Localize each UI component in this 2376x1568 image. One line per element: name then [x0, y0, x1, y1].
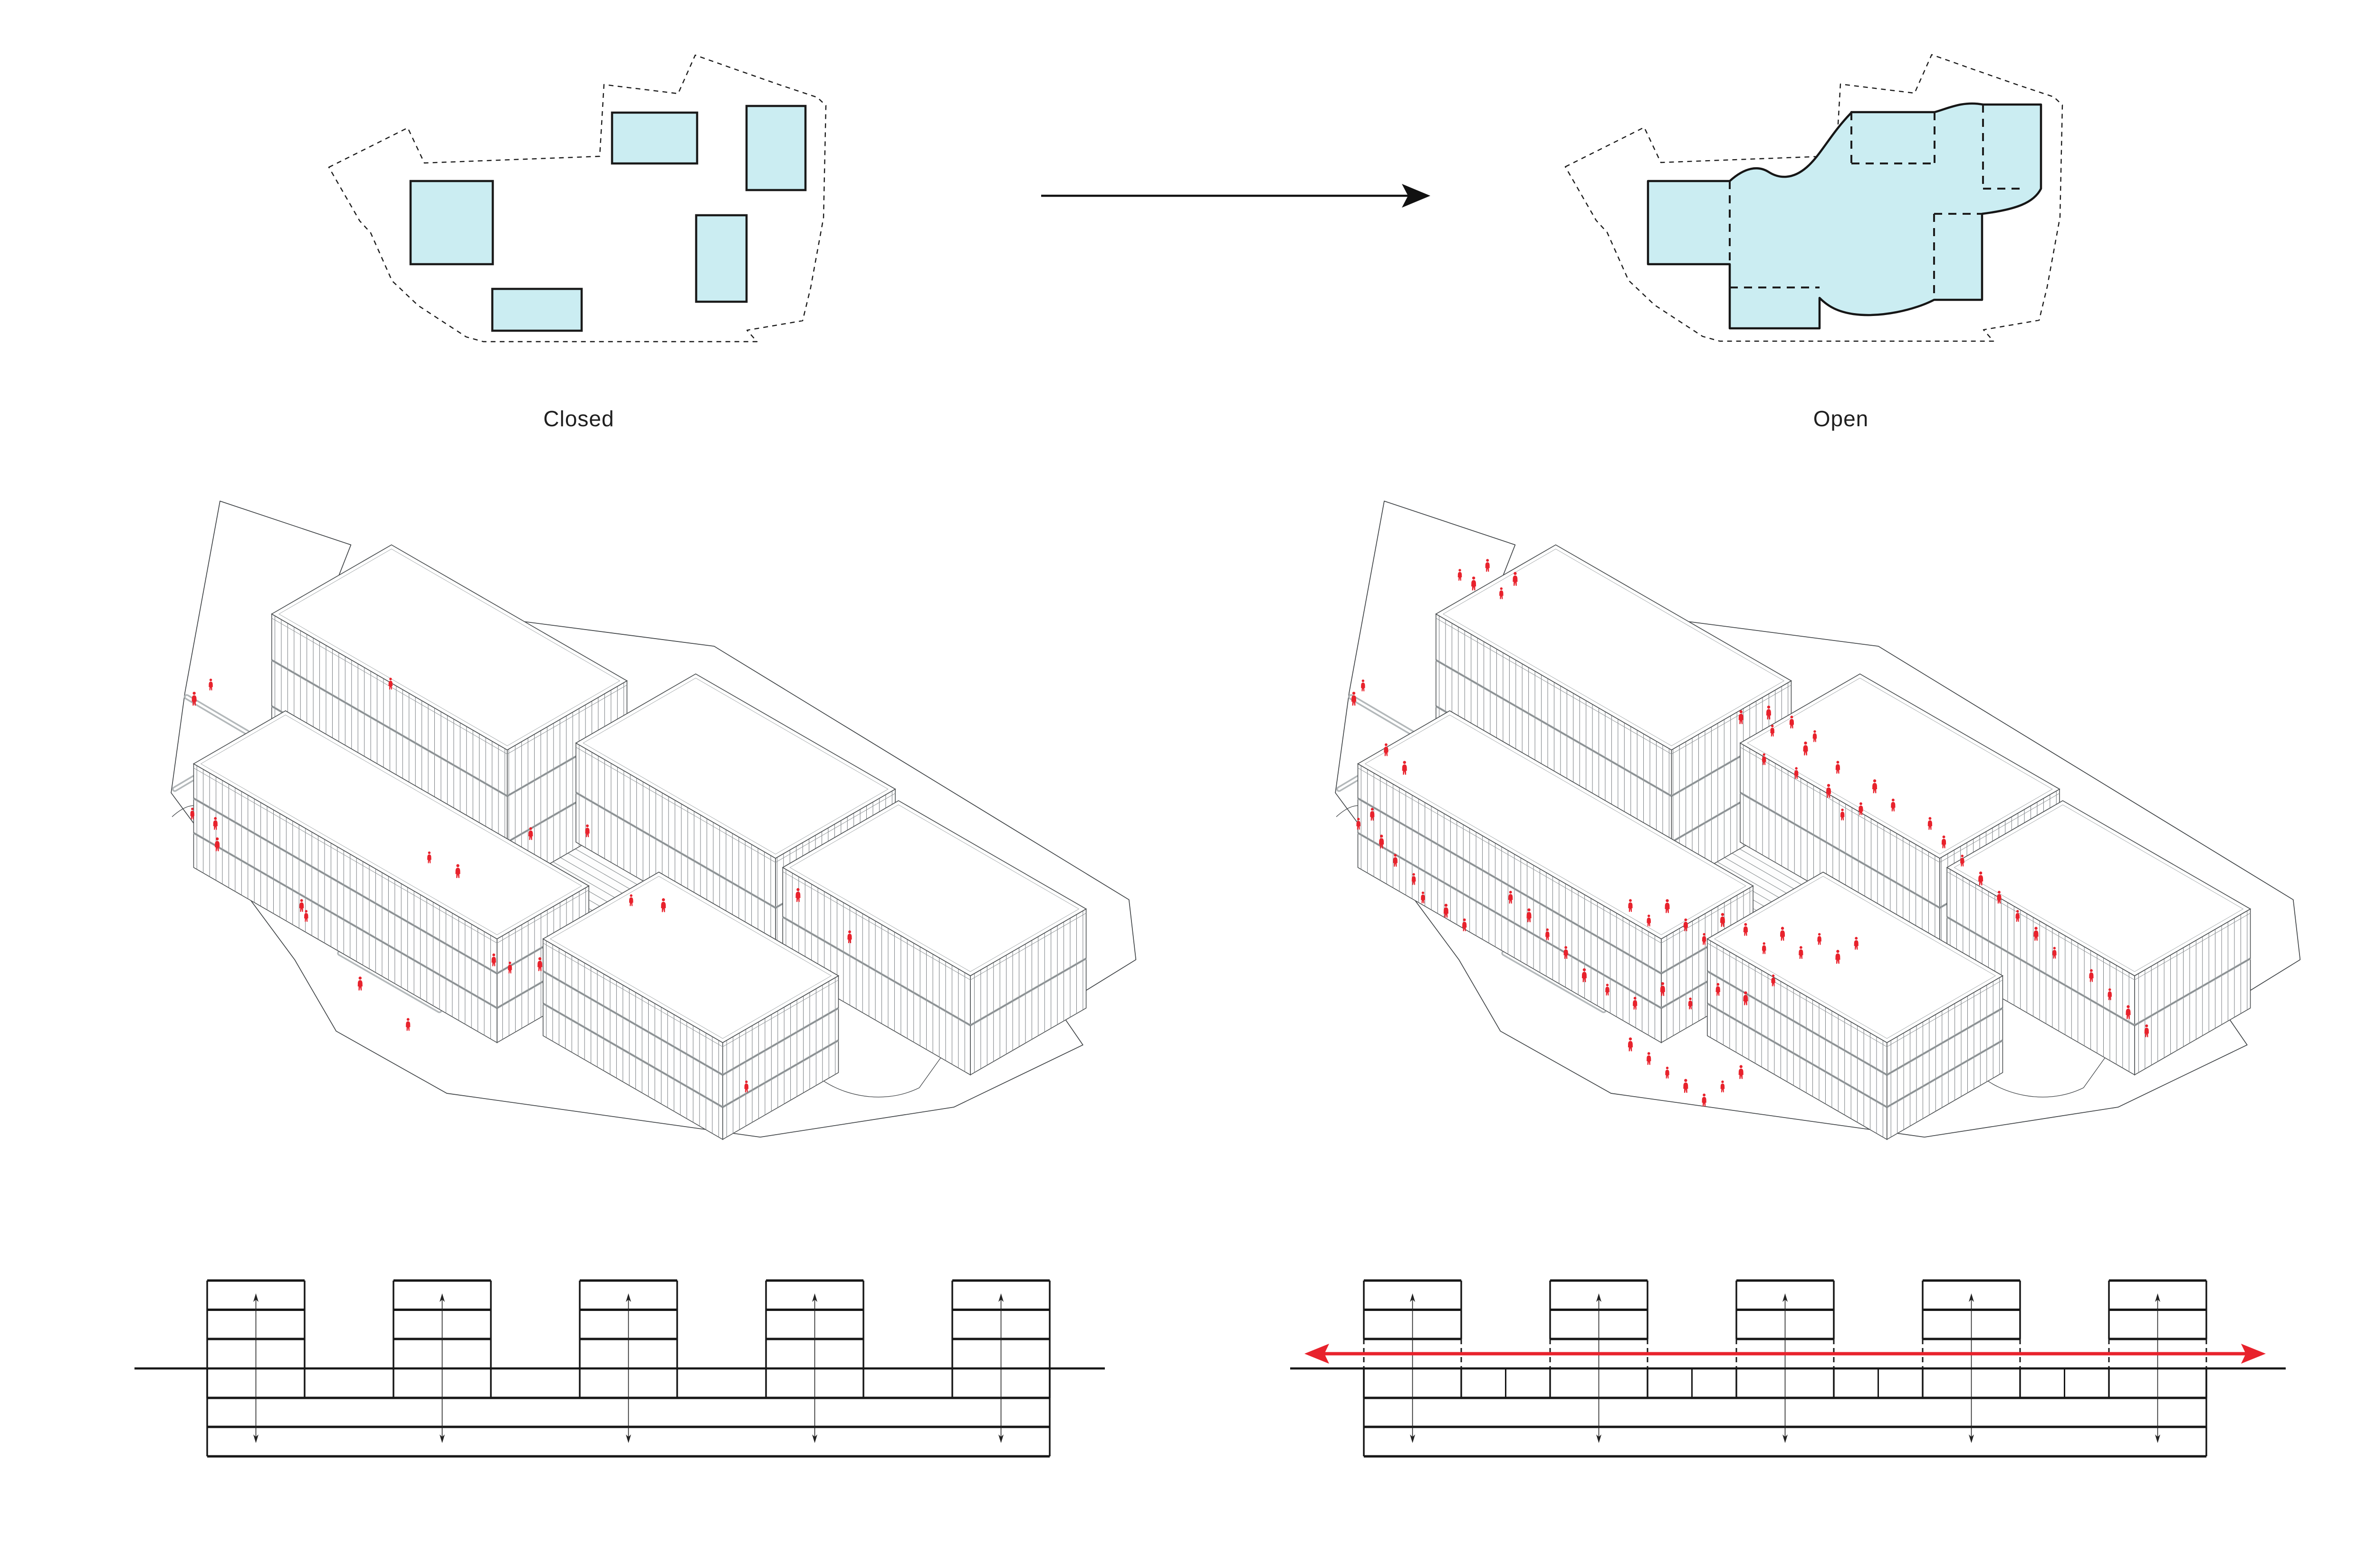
label-closed: Closed — [543, 406, 614, 431]
section-closed — [134, 1279, 1105, 1458]
transition-arrow — [1041, 184, 1430, 208]
plan-closed — [328, 54, 827, 343]
site-plans — [328, 54, 2063, 343]
plan-open — [1564, 54, 2063, 342]
axon-open — [1335, 500, 2301, 1140]
label-open: Open — [1813, 406, 1869, 431]
axon-closed — [171, 500, 1137, 1140]
section-open — [1290, 1279, 2286, 1458]
